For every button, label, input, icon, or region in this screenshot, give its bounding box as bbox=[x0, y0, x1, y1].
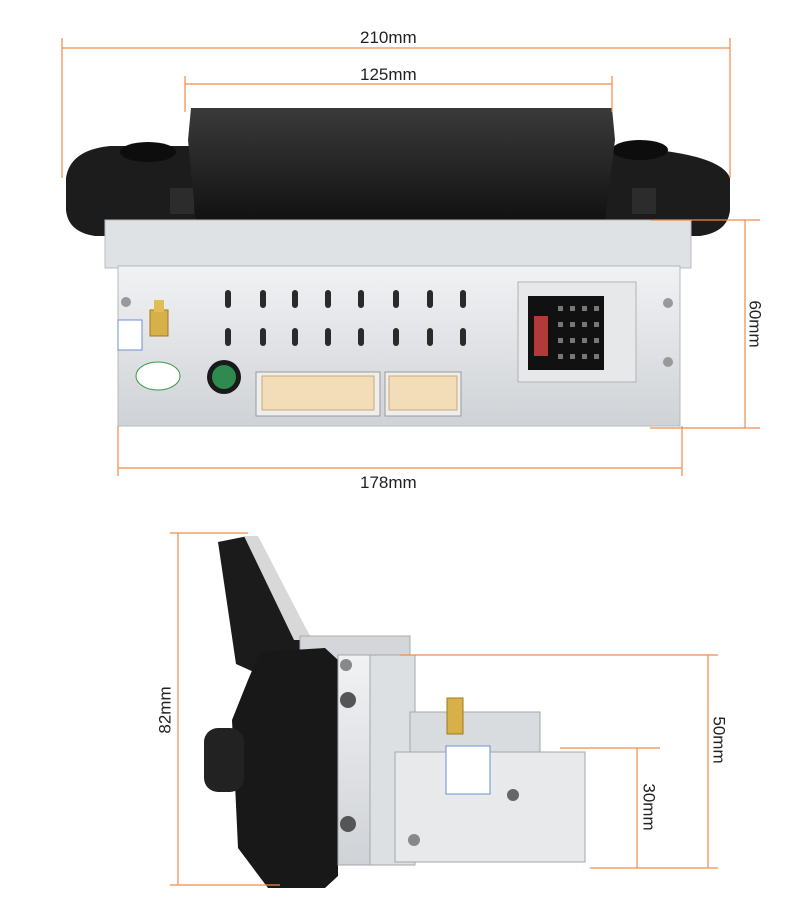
dim-label-50mm: 50mm bbox=[709, 716, 729, 764]
gps-connector bbox=[149, 300, 169, 337]
dim-label-210mm: 210mm bbox=[360, 28, 417, 47]
knob-left bbox=[120, 142, 176, 162]
side-body bbox=[232, 648, 338, 888]
dim-label-60mm: 60mm bbox=[745, 300, 765, 348]
dim-label-178mm: 178mm bbox=[360, 473, 417, 492]
side-screen bbox=[218, 536, 310, 680]
dim-label-82mm: 82mm bbox=[155, 686, 175, 734]
dimension-lines bbox=[61, 38, 760, 886]
rear-view bbox=[66, 108, 730, 427]
side-knob bbox=[204, 728, 244, 792]
iso-connector bbox=[517, 281, 637, 383]
screen-panel bbox=[188, 108, 615, 222]
wiring-connectors bbox=[255, 371, 462, 417]
side-view bbox=[204, 536, 586, 888]
dim-label-30mm: 30mm bbox=[639, 783, 659, 831]
knob-right bbox=[612, 140, 668, 160]
dim-label-125mm: 125mm bbox=[360, 65, 417, 84]
